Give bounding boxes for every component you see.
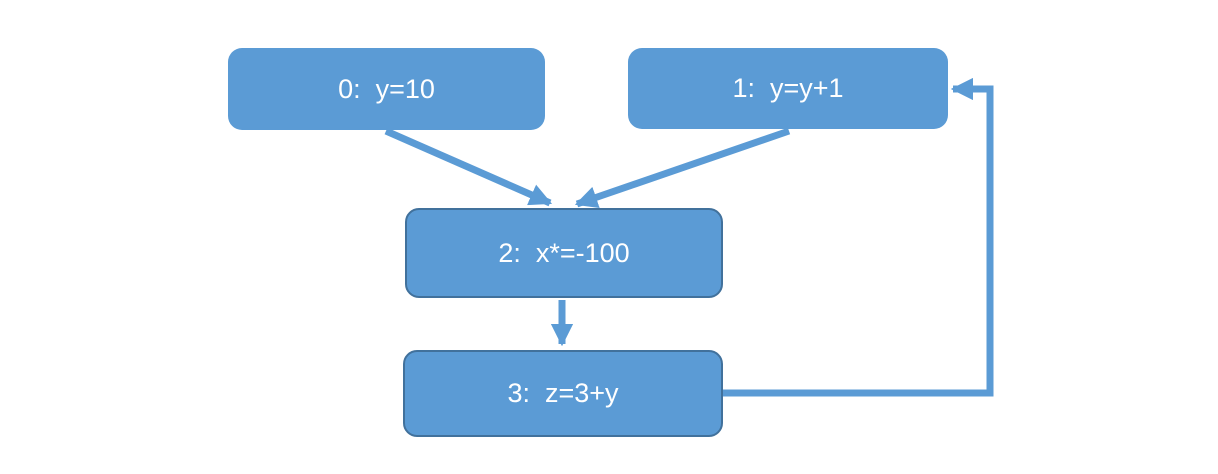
flow-node-2: 2: x*=-100 <box>405 208 723 298</box>
flow-node-3-label: 3: z=3+y <box>507 378 619 408</box>
flow-node-1: 1: y=y+1 <box>628 48 948 129</box>
flow-node-2-label: 2: x*=-100 <box>498 237 630 268</box>
flow-node-1-label: 1: y=y+1 <box>732 73 844 103</box>
flow-node-0: 0: y=10 <box>228 48 545 130</box>
flow-node-3: 3: z=3+y <box>403 350 723 437</box>
flow-node-0-label: 0: y=10 <box>338 73 435 104</box>
edge-3-to-1-loop-arrow <box>723 77 994 397</box>
edge-1-to-2-arrow <box>574 127 791 209</box>
edge-0-to-2-arrow <box>384 127 553 207</box>
